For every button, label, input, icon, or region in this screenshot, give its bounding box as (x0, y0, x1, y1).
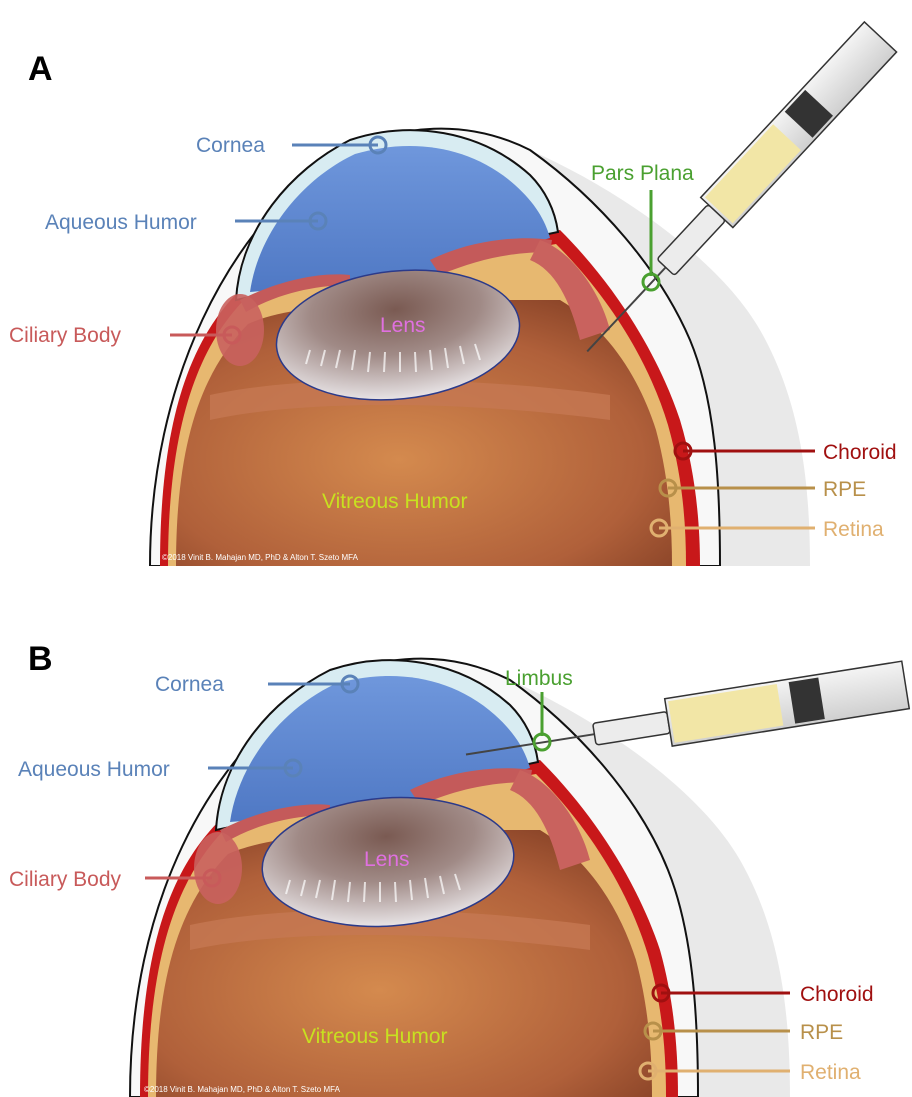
label-ciliary-a: Ciliary Body (9, 324, 122, 347)
label-ciliary-b: Ciliary Body (9, 868, 122, 891)
label-choroid-a: Choroid (823, 441, 897, 464)
label-rpe-a: RPE (823, 478, 866, 501)
label-cornea-b: Cornea (155, 673, 224, 696)
label-injection-site-b: Limbus (505, 667, 573, 690)
label-aqueous-b: Aqueous Humor (18, 758, 170, 781)
label-vitreous-a: Vitreous Humor (322, 490, 468, 513)
label-injection-site-a: Pars Plana (591, 162, 694, 185)
panel-b-letter: B (28, 640, 53, 678)
label-choroid-b: Choroid (800, 983, 874, 1006)
label-rpe-b: RPE (800, 1021, 843, 1044)
label-vitreous-b: Vitreous Humor (302, 1025, 448, 1048)
label-lens-a: Lens (380, 314, 426, 337)
panel-a: A (9, 22, 897, 566)
needle-hub-b (593, 712, 671, 745)
panel-b: B (9, 640, 909, 1097)
ciliary-body-left-b (194, 832, 242, 904)
label-retina-a: Retina (823, 518, 884, 541)
panel-a-letter: A (28, 50, 53, 88)
label-lens-b: Lens (364, 848, 410, 871)
label-retina-b: Retina (800, 1061, 861, 1084)
label-cornea-a: Cornea (196, 134, 265, 157)
medication-a (705, 124, 801, 223)
label-aqueous-a: Aqueous Humor (45, 211, 197, 234)
copyright-b: ©2018 Vinit B. Mahajan MD, PhD & Alton T… (144, 1085, 341, 1094)
copyright-a: ©2018 Vinit B. Mahajan MD, PhD & Alton T… (162, 553, 359, 562)
medication-b (668, 684, 783, 743)
